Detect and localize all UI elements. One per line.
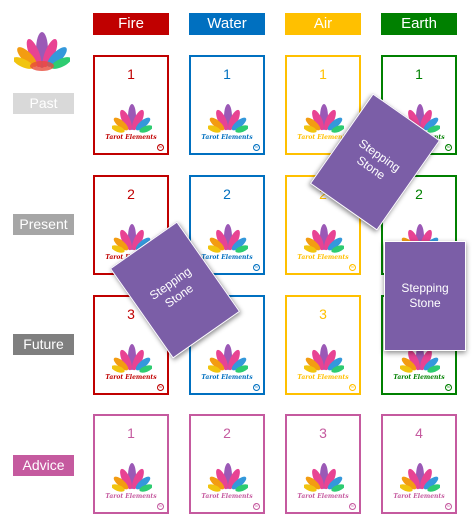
- card-number: 4: [415, 425, 423, 441]
- brand-text: Tarot Elements: [201, 374, 253, 381]
- copyright-icon: ©: [349, 503, 356, 510]
- brand-text: Tarot Elements: [201, 134, 253, 141]
- copyright-icon: ©: [253, 384, 260, 391]
- row-label-past: Past: [13, 93, 74, 114]
- column-header-air: Air: [285, 13, 361, 35]
- lotus-rainbow-icon: [112, 344, 152, 373]
- row-label-future: Future: [13, 334, 74, 355]
- card-number: 2: [415, 186, 423, 202]
- card-advice-2[interactable]: 2 Tarot Elements ©: [189, 414, 265, 514]
- card-number: 2: [127, 186, 135, 202]
- brand-text: Tarot Elements: [393, 493, 445, 500]
- copyright-icon: ©: [157, 503, 164, 510]
- brand-text: Tarot Elements: [201, 254, 253, 261]
- column-header-fire: Fire: [93, 13, 169, 35]
- row-label-present: Present: [13, 214, 74, 235]
- card-number: 1: [127, 425, 135, 441]
- card-advice-3[interactable]: 3 Tarot Elements ©: [285, 414, 361, 514]
- copyright-icon: ©: [349, 264, 356, 271]
- brand-text: Tarot Elements: [201, 493, 253, 500]
- card-advice-4[interactable]: 4 Tarot Elements ©: [381, 414, 457, 514]
- lotus-rainbow-icon: [400, 463, 440, 492]
- copyright-icon: ©: [157, 144, 164, 151]
- column-header-water: Water: [189, 13, 265, 35]
- brand-text: Tarot Elements: [105, 134, 157, 141]
- card-number: 3: [319, 425, 327, 441]
- card-past-air[interactable]: 1 Tarot Elements ©: [285, 55, 361, 155]
- copyright-icon: ©: [253, 503, 260, 510]
- lotus-rainbow-icon: [304, 224, 344, 253]
- lotus-rainbow-icon: [304, 463, 344, 492]
- copyright-icon: ©: [253, 264, 260, 271]
- column-header-earth: Earth: [381, 13, 457, 35]
- card-number: 1: [319, 66, 327, 82]
- copyright-icon: ©: [349, 384, 356, 391]
- lotus-logo-icon: [14, 32, 70, 71]
- copyright-icon: ©: [445, 144, 452, 151]
- brand-text: Tarot Elements: [297, 493, 349, 500]
- copyright-icon: ©: [157, 384, 164, 391]
- copyright-icon: ©: [445, 503, 452, 510]
- brand-text: Tarot Elements: [105, 374, 157, 381]
- card-number: 3: [319, 306, 327, 322]
- copyright-icon: ©: [253, 144, 260, 151]
- stepping-stone-card-3[interactable]: Stepping Stone: [384, 241, 466, 351]
- card-future-air[interactable]: 3 Tarot Elements ©: [285, 295, 361, 395]
- lotus-rainbow-icon: [208, 104, 248, 133]
- lotus-rainbow-icon: [304, 344, 344, 373]
- brand-text: Tarot Elements: [297, 134, 349, 141]
- card-number: 2: [223, 425, 231, 441]
- lotus-rainbow-icon: [208, 224, 248, 253]
- lotus-rainbow-icon: [208, 463, 248, 492]
- brand-text: Tarot Elements: [393, 374, 445, 381]
- copyright-icon: ©: [445, 384, 452, 391]
- card-number: 3: [127, 306, 135, 322]
- row-label-advice: Advice: [13, 455, 74, 476]
- brand-text: Tarot Elements: [297, 254, 349, 261]
- card-number: 2: [319, 186, 327, 202]
- card-past-fire[interactable]: 1 Tarot Elements ©: [93, 55, 169, 155]
- card-number: 1: [415, 66, 423, 82]
- brand-text: Tarot Elements: [105, 493, 157, 500]
- brand-text: Tarot Elements: [297, 374, 349, 381]
- card-number: 2: [223, 186, 231, 202]
- lotus-rainbow-icon: [304, 104, 344, 133]
- card-advice-1[interactable]: 1 Tarot Elements ©: [93, 414, 169, 514]
- lotus-rainbow-icon: [112, 463, 152, 492]
- lotus-rainbow-icon: [208, 344, 248, 373]
- card-number: 1: [223, 66, 231, 82]
- lotus-rainbow-icon: [112, 104, 152, 133]
- card-past-water[interactable]: 1 Tarot Elements ©: [189, 55, 265, 155]
- card-number: 1: [127, 66, 135, 82]
